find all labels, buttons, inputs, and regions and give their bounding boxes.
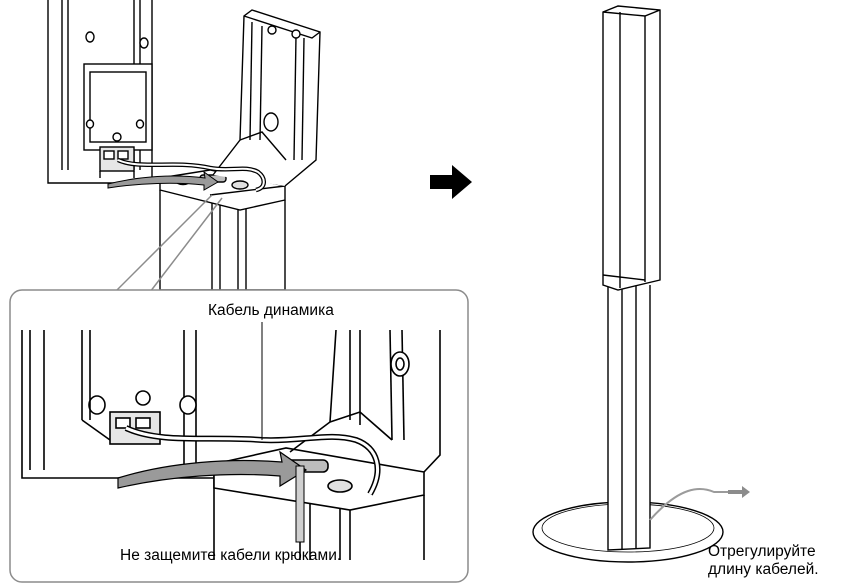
hook-label-leader	[295, 465, 305, 543]
adjust-cable-line-2: длину кабелей.	[708, 561, 819, 578]
routing-arrow-zoom	[117, 450, 308, 489]
right-arrow-icon	[430, 165, 472, 199]
cable-out-arrow	[728, 486, 750, 498]
no-pinch-label: Не защемите кабели крюками.	[120, 547, 342, 564]
adjust-cable-label: Отрегулируйте длину кабелей.	[708, 543, 819, 579]
speaker-back	[47, 0, 161, 184]
assembled-speaker	[532, 5, 728, 563]
adjust-cable-line-1: Отрегулируйте	[708, 543, 816, 560]
stand-column-top	[159, 169, 286, 291]
routing-arrow-top	[107, 170, 219, 191]
stand-bracket	[212, 9, 321, 187]
speaker-cable-label: Кабель динамика	[208, 302, 334, 319]
top-left-illustration	[47, 0, 321, 293]
